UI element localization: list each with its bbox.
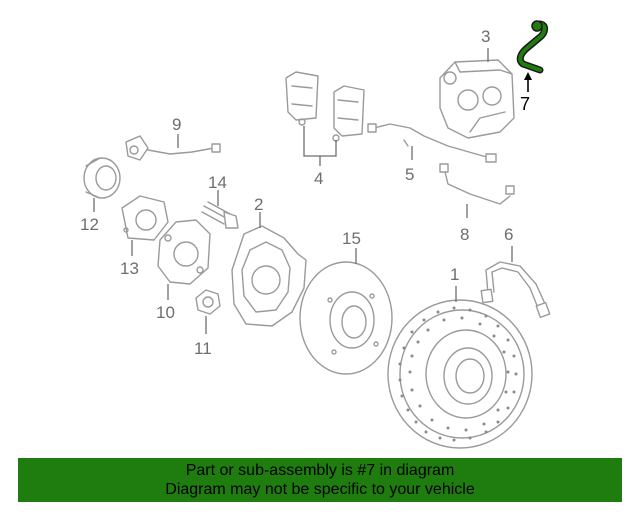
- part-11-nut[interactable]: [195, 289, 221, 315]
- callout-3: 3: [481, 27, 490, 46]
- part-10-carrier[interactable]: [157, 219, 211, 285]
- part-1-drilled-rotor[interactable]: [387, 299, 533, 449]
- callout-8: 8: [460, 225, 469, 244]
- callout-13: 13: [120, 259, 139, 278]
- parts-diagram: 7 3 4 5 8: [80, 20, 551, 449]
- callout-7: 7: [520, 94, 530, 114]
- info-banner: Part or sub-assembly is #7 in diagram Di…: [18, 458, 622, 502]
- part-9-abs-sensor[interactable]: [125, 135, 221, 161]
- part-5-wear-sensor[interactable]: [367, 123, 497, 163]
- part-7-brake-line[interactable]: [516, 20, 549, 74]
- part-3-caliper[interactable]: [439, 59, 515, 139]
- part-6-brake-hose[interactable]: [480, 261, 551, 319]
- part-4-brake-pads[interactable]: [285, 71, 365, 142]
- part-12-bearing[interactable]: [83, 157, 121, 199]
- callout-1: 1: [450, 265, 459, 284]
- callout-5: 5: [405, 165, 414, 184]
- callout-6: 6: [504, 225, 513, 244]
- callout-12: 12: [80, 215, 99, 234]
- part-2-splash-shield[interactable]: [231, 225, 307, 327]
- callout-9: 9: [172, 115, 181, 134]
- part-13-backing-plate[interactable]: [121, 195, 169, 241]
- callout-14: 14: [208, 173, 227, 192]
- callout-15: 15: [342, 229, 361, 248]
- callout-4: 4: [314, 169, 323, 188]
- banner-line-part: Part or sub-assembly is #7 in diagram: [185, 462, 455, 479]
- callout-2: 2: [254, 195, 263, 214]
- banner-line-disclaimer: Diagram may not be specific to your vehi…: [165, 481, 475, 498]
- drill-holes: [398, 306, 518, 442]
- part-14-bolt[interactable]: [201, 201, 239, 229]
- part-15-rotor[interactable]: [299, 261, 393, 375]
- callout-10: 10: [156, 303, 175, 322]
- callout-11: 11: [194, 339, 212, 358]
- part-8-sensor-wire[interactable]: [439, 163, 515, 205]
